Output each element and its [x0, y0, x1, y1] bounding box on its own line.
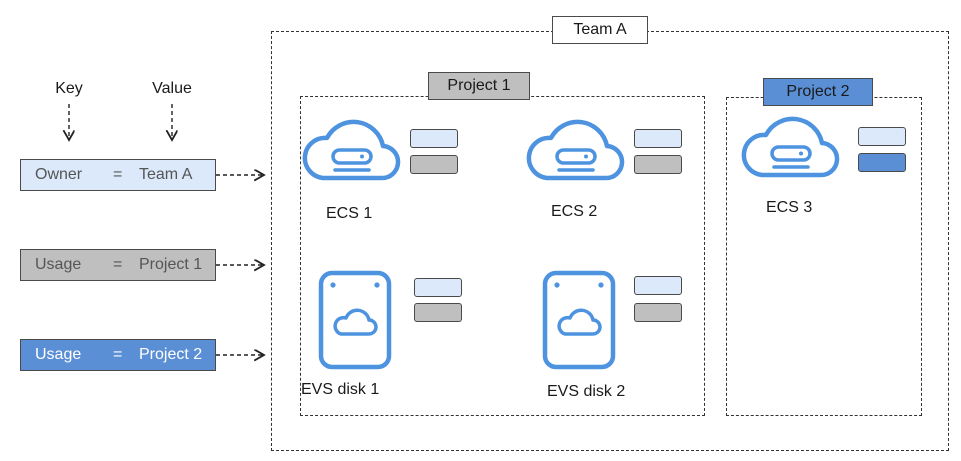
evs2-name: EVS disk 2 — [547, 383, 626, 400]
tag-equals: = — [113, 166, 123, 183]
key-header: Key — [55, 80, 83, 97]
owner-tag-marker — [414, 278, 462, 297]
ecs1-name: ECS 1 — [326, 205, 373, 222]
cloud-server-icon — [526, 119, 625, 181]
ecs2-name: ECS 2 — [551, 203, 598, 220]
project2-usage-tag: Usage = Project 2 — [20, 339, 216, 371]
tag-equals: = — [113, 256, 123, 273]
tag-key: Owner — [35, 166, 83, 183]
project1-tag-marker — [634, 303, 682, 322]
project1-label: Project 1 — [428, 72, 530, 100]
ecs3-name: ECS 3 — [766, 199, 813, 216]
owner-tag-marker — [634, 276, 682, 295]
tag-equals: = — [113, 346, 123, 363]
project1-tag-marker — [414, 303, 462, 322]
tag-value: Project 1 — [139, 256, 203, 273]
owner-tag-marker — [858, 127, 906, 146]
tag-value: Team A — [139, 166, 193, 183]
cloud-disk-icon — [318, 270, 392, 370]
project1-tag-marker — [634, 155, 682, 174]
team-a-label: Team A — [552, 16, 648, 44]
tag-value: Project 2 — [139, 346, 203, 363]
project2-tag-marker — [858, 153, 906, 172]
value-header: Value — [152, 80, 192, 97]
cloud-disk-icon — [542, 270, 616, 370]
tag-key: Usage — [35, 346, 82, 363]
owner-tag-marker — [410, 129, 458, 148]
owner-tag-marker — [634, 129, 682, 148]
project2-label: Project 2 — [763, 78, 873, 106]
tag-key: Usage — [35, 256, 82, 273]
cloud-server-icon — [741, 116, 840, 178]
cloud-server-icon — [302, 119, 401, 181]
evs1-name: EVS disk 1 — [301, 381, 380, 398]
project1-usage-tag: Usage = Project 1 — [20, 249, 216, 281]
owner-tag: Owner = Team A — [20, 159, 216, 191]
project1-tag-marker — [410, 155, 458, 174]
